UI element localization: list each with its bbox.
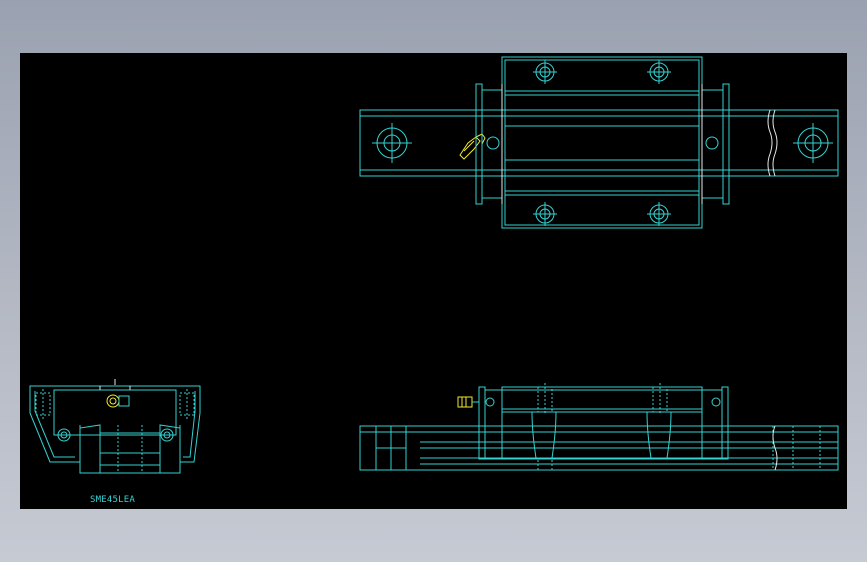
rail-hole-right (793, 123, 833, 163)
carriage-hole-2 (647, 60, 671, 84)
cad-canvas[interactable]: SME45LEA (20, 53, 847, 509)
carriage-hole-4 (647, 202, 671, 226)
grease-nipple-top (459, 133, 486, 160)
part-number-label: SME45LEA (90, 495, 135, 505)
carriage-hole-3 (533, 202, 557, 226)
end-seal-left (475, 83, 503, 205)
block-outline-end (29, 385, 201, 463)
grease-nipple-end (106, 394, 130, 408)
top-view (359, 56, 839, 229)
rail-top (359, 109, 839, 177)
carriage-block-top (501, 56, 703, 229)
end-view (29, 379, 201, 474)
rail-side (359, 425, 839, 471)
rail-profile-end (79, 425, 181, 474)
carriage-block-side (501, 383, 703, 471)
grease-nipple-side (457, 396, 479, 408)
carriage-hole-1 (533, 60, 557, 84)
cad-drawing (29, 56, 839, 474)
end-seal-right (701, 83, 730, 205)
rail-hole-left (372, 123, 412, 163)
side-view (359, 383, 839, 471)
